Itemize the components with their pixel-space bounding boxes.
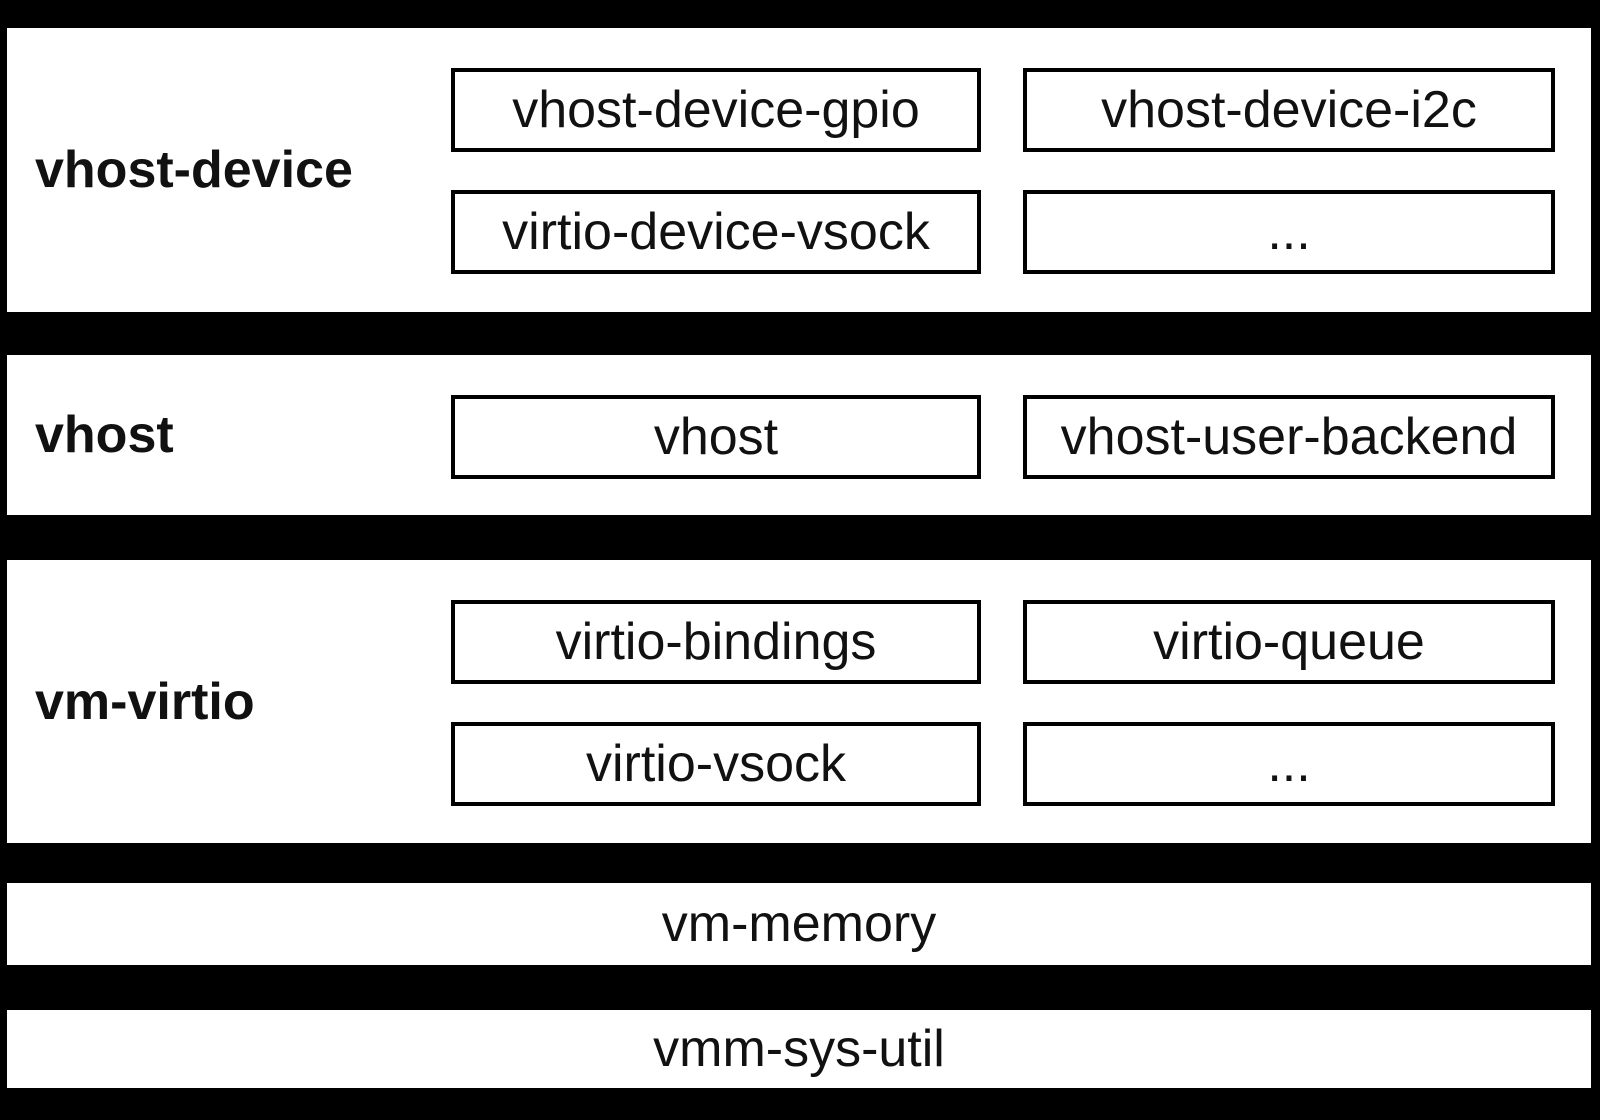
crate-box-label: virtio-vsock — [585, 735, 847, 793]
crate-box-vhost-user-backend: vhost-user-backend — [1023, 395, 1555, 479]
crate-box-label: virtio-bindings — [555, 613, 877, 671]
crate-box-label: vhost — [653, 408, 779, 466]
crate-box-label: virtio-device-vsock — [502, 203, 930, 261]
crate-box-virtio-queue: virtio-queue — [1023, 600, 1555, 684]
crate-box-label: ... — [1267, 735, 1311, 793]
layer-band-vmm-sys-util: vmm-sys-util — [7, 1010, 1591, 1088]
layer-label-vmm-sys-util: vmm-sys-util — [653, 1020, 945, 1078]
crate-box-virtio-device-vsock: virtio-device-vsock — [451, 190, 981, 274]
crate-box-label: ... — [1267, 203, 1311, 261]
crate-box-vhost: vhost — [451, 395, 981, 479]
crate-box-ellipsis-vm-virtio: ... — [1023, 722, 1555, 806]
crate-box-virtio-vsock: virtio-vsock — [451, 722, 981, 806]
crate-box-label: vhost-user-backend — [1060, 408, 1518, 466]
crate-box-vhost-device-gpio: vhost-device-gpio — [451, 68, 981, 152]
crate-box-vhost-device-i2c: vhost-device-i2c — [1023, 68, 1555, 152]
layer-label-vm-memory: vm-memory — [661, 895, 937, 953]
crate-box-label: vhost-device-i2c — [1101, 81, 1477, 139]
crate-box-label: vhost-device-gpio — [512, 81, 920, 139]
layer-label-vhost: vhost — [35, 406, 174, 464]
crate-box-label: virtio-queue — [1153, 613, 1425, 671]
layer-label-vhost-device: vhost-device — [35, 141, 353, 199]
layer-band-vhost-device: vhost-device vhost-device-gpio vhost-dev… — [7, 28, 1591, 312]
crate-box-virtio-bindings: virtio-bindings — [451, 600, 981, 684]
layer-band-vm-virtio: vm-virtio virtio-bindings virtio-queue v… — [7, 560, 1591, 843]
layer-band-vm-memory: vm-memory — [7, 883, 1591, 965]
crate-box-ellipsis-vhost-device: ... — [1023, 190, 1555, 274]
layer-label-vm-virtio: vm-virtio — [35, 672, 255, 731]
layer-band-vhost: vhost vhost vhost-user-backend — [7, 355, 1591, 515]
